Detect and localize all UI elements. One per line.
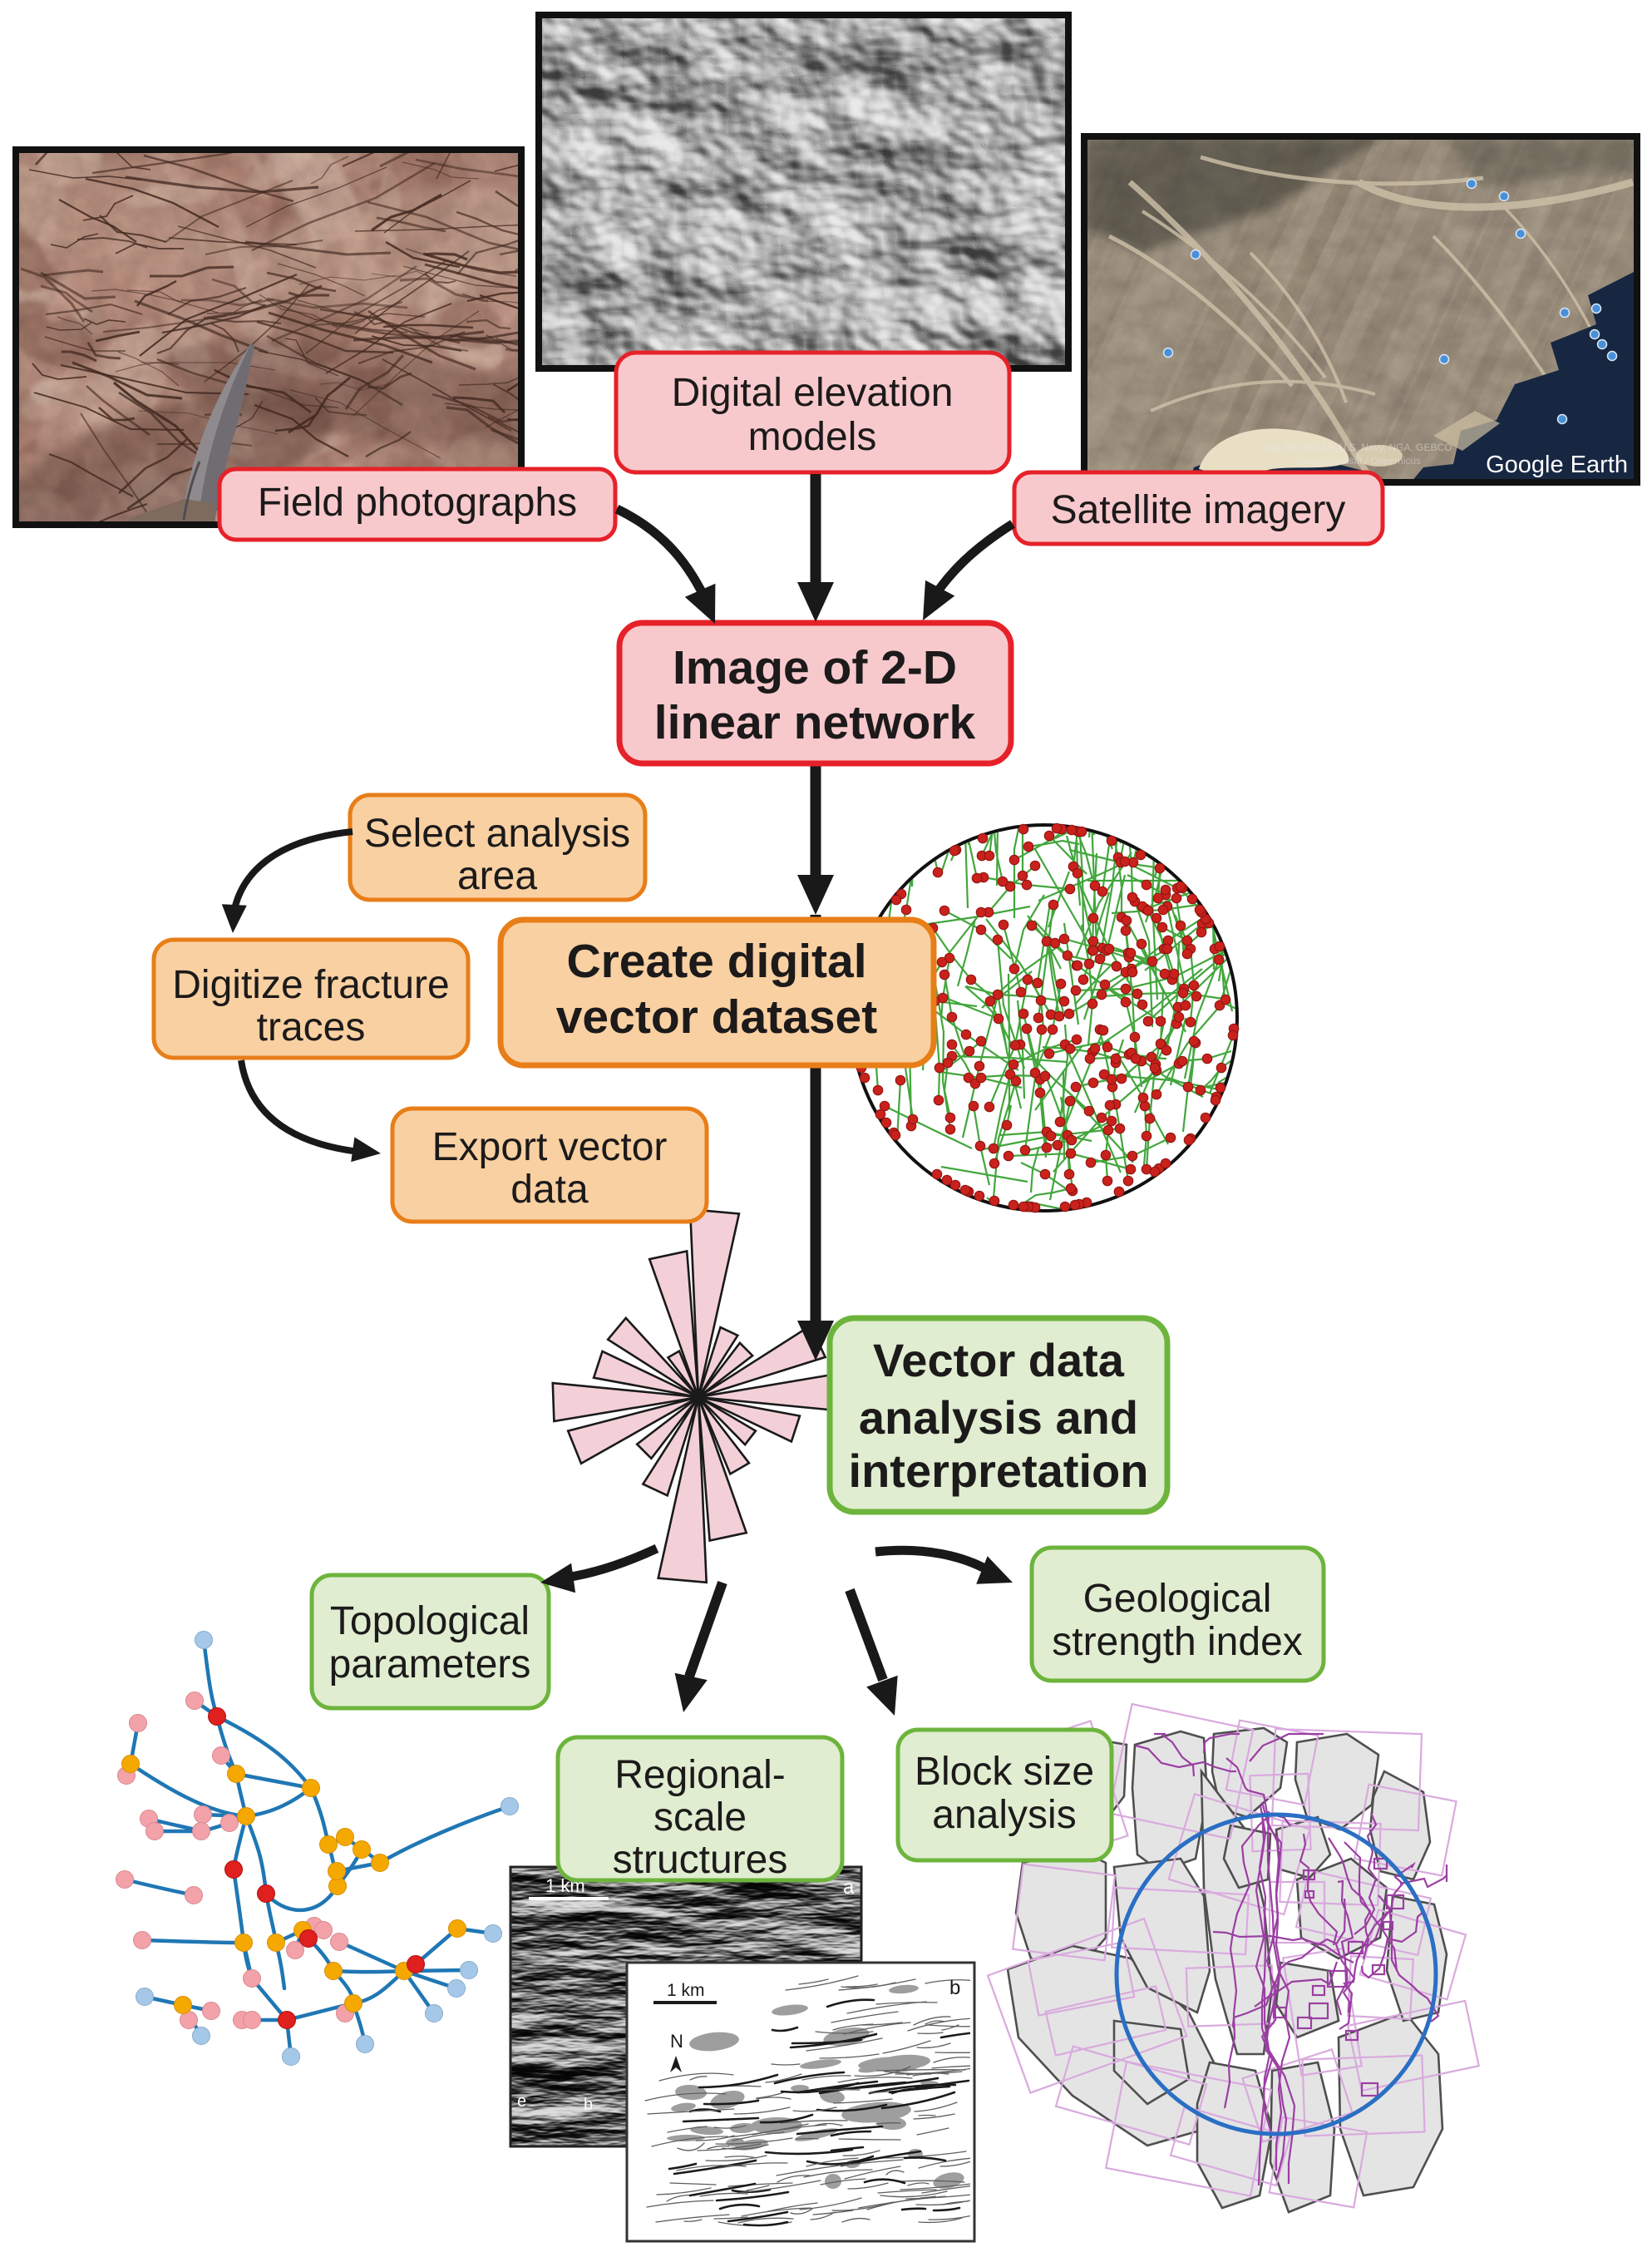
svg-text:Select analysis: Select analysis xyxy=(364,812,630,856)
svg-text:vector dataset: vector dataset xyxy=(556,990,878,1044)
svg-text:N: N xyxy=(670,2031,683,2052)
svg-text:Satellite imagery: Satellite imagery xyxy=(1051,488,1346,532)
svg-text:Google Earth: Google Earth xyxy=(1486,452,1628,478)
svg-text:Vector data: Vector data xyxy=(873,1334,1125,1386)
svg-text:interpretation: interpretation xyxy=(849,1445,1149,1497)
svg-text:strength index: strength index xyxy=(1052,1620,1303,1664)
svg-text:analysis: analysis xyxy=(932,1793,1076,1837)
svg-text:scale: scale xyxy=(653,1795,747,1840)
svg-text:Export vector: Export vector xyxy=(432,1125,668,1169)
svg-text:Geological: Geological xyxy=(1083,1577,1272,1621)
svg-text:analysis and: analysis and xyxy=(859,1391,1138,1444)
svg-text:parameters: parameters xyxy=(329,1642,531,1687)
svg-text:b: b xyxy=(949,1977,960,1999)
svg-text:traces: traces xyxy=(257,1005,366,1050)
svg-text:Image Landsat / Copernicus: Image Landsat / Copernicus xyxy=(1296,455,1421,467)
svg-text:Data SIO, NOAA, U.S. Navy, NGA: Data SIO, NOAA, U.S. Navy, NGA, GEBCO xyxy=(1259,442,1452,453)
svg-text:Regional-: Regional- xyxy=(614,1753,785,1797)
svg-text:Image of 2-D: Image of 2-D xyxy=(673,641,957,694)
svg-text:Create digital: Create digital xyxy=(566,935,866,988)
svg-text:data: data xyxy=(510,1168,589,1212)
svg-text:Digital elevation: Digital elevation xyxy=(672,371,954,415)
svg-text:e: e xyxy=(517,2092,526,2111)
svg-text:a: a xyxy=(843,1876,855,1899)
svg-text:models: models xyxy=(748,415,877,459)
svg-text:Digitize fracture: Digitize fracture xyxy=(172,963,449,1007)
svg-text:Field photographs: Field photographs xyxy=(258,481,577,525)
svg-text:Block size: Block size xyxy=(915,1750,1094,1794)
svg-text:area: area xyxy=(457,854,537,898)
svg-text:Topological: Topological xyxy=(330,1599,530,1643)
svg-text:1 km: 1 km xyxy=(667,1981,705,2000)
svg-text:linear network: linear network xyxy=(654,696,976,749)
svg-text:b: b xyxy=(584,2096,593,2114)
svg-text:structures: structures xyxy=(613,1838,788,1882)
